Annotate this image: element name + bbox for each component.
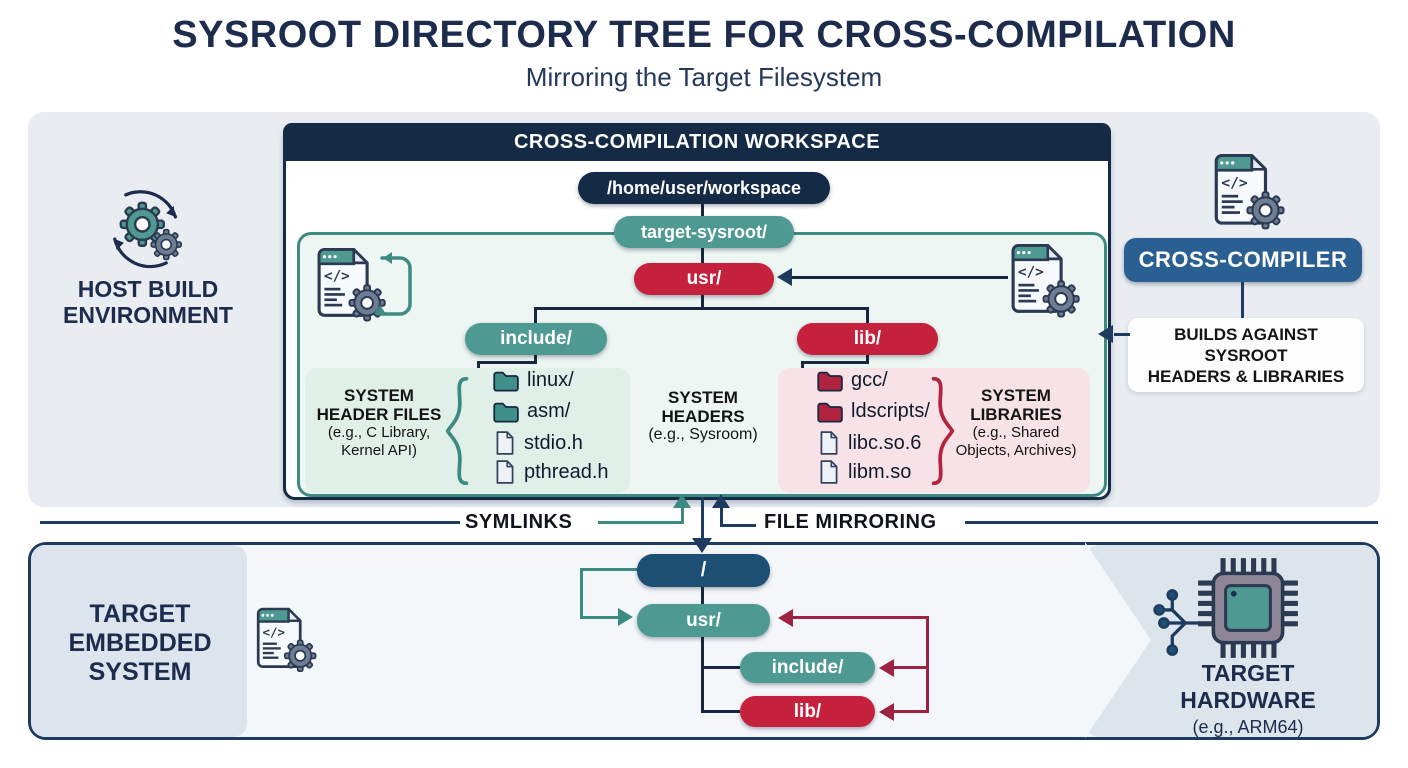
- mirror-path: [926, 616, 929, 712]
- code-file-gear-icon: [1209, 152, 1291, 234]
- symlinks-label: SYMLINKS: [465, 511, 573, 533]
- connector: [866, 307, 869, 324]
- folder-icon: [492, 400, 519, 423]
- mirroring-line: [720, 524, 756, 527]
- code-file-gear-icon: [1006, 242, 1086, 322]
- connector: [701, 587, 704, 604]
- mirroring-line: [701, 497, 704, 539]
- refresh-loop-icon: [374, 252, 412, 316]
- connector: [1241, 282, 1244, 318]
- folder-icon: [492, 369, 519, 392]
- target-embedded-label: TARGET EMBEDDED SYSTEM: [68, 600, 212, 686]
- connector: [701, 247, 704, 264]
- node-lib: lib/: [797, 323, 938, 355]
- target-node-usr: usr/: [637, 604, 770, 637]
- connector: [534, 355, 537, 364]
- workspace-header: CROSS-COMPILATION WORKSPACE: [283, 123, 1111, 161]
- builds-against-note: BUILDS AGAINST SYSROOT HEADERS & LIBRARI…: [1128, 318, 1364, 392]
- chevron-right-shape: [1085, 542, 1151, 738]
- tree-item: linux/: [492, 369, 574, 392]
- symlinks-line: [598, 521, 682, 524]
- connector: [801, 361, 869, 364]
- symlink-path: [580, 616, 620, 619]
- arrowhead-left: [1098, 325, 1113, 343]
- tree-item: ldscripts/: [816, 400, 930, 423]
- mirroring-line: [720, 506, 723, 527]
- folder-icon: [816, 369, 843, 392]
- tree-item: pthread.h: [494, 459, 609, 485]
- mirror-path: [792, 616, 929, 619]
- connector: [534, 307, 537, 324]
- arrowhead-left: [879, 659, 894, 677]
- connector: [701, 710, 740, 713]
- connector: [701, 294, 704, 309]
- target-node-lib: lib/: [740, 696, 875, 727]
- folder-icon: [816, 400, 843, 423]
- mirror-path: [893, 666, 929, 669]
- system-header-files-label: SYSTEM HEADER FILES (e.g., C Library, Ke…: [316, 386, 442, 459]
- arrowhead-left: [777, 268, 792, 286]
- arrowhead-right: [618, 608, 633, 626]
- arrowhead-up: [673, 494, 691, 508]
- connector: [534, 307, 869, 310]
- target-node-include: include/: [740, 652, 875, 683]
- tree-item: gcc/: [816, 369, 888, 392]
- divider-line-right: [965, 521, 1378, 524]
- tree-item: stdio.h: [494, 430, 583, 456]
- symlink-path: [580, 568, 637, 571]
- mirror-path: [893, 710, 929, 713]
- file-mirroring-label: FILE MIRRORING: [764, 511, 937, 533]
- tree-item: libm.so: [818, 459, 911, 485]
- node-include: include/: [465, 323, 607, 355]
- connector: [701, 203, 704, 218]
- connector: [701, 637, 704, 713]
- host-build-label: HOST BUILD ENVIRONMENT: [63, 276, 233, 328]
- left-brace: [444, 374, 472, 488]
- connector: [701, 666, 740, 669]
- arrowhead-down: [692, 538, 712, 553]
- page-title: SYSROOT DIRECTORY TREE FOR CROSS-COMPILA…: [172, 14, 1236, 56]
- symlinks-line: [681, 506, 684, 524]
- page-subtitle: Mirroring the Target Filesystem: [525, 62, 883, 92]
- system-headers-label: SYSTEM HEADERS (e.g., Sysroom): [648, 388, 758, 443]
- connector: [477, 361, 537, 364]
- node-home-workspace: /home/user/workspace: [578, 172, 830, 204]
- symlink-path: [580, 568, 583, 618]
- tree-item: asm/: [492, 400, 570, 423]
- code-file-gear-icon: [252, 606, 322, 676]
- arrowhead-up: [712, 494, 730, 508]
- target-node-root: /: [637, 554, 770, 587]
- system-header-files-box: [305, 368, 630, 493]
- file-icon: [494, 459, 516, 485]
- system-libraries-label: SYSTEM LIBRARIES (e.g., Shared Objects, …: [955, 386, 1077, 459]
- file-icon: [818, 430, 840, 456]
- node-target-sysroot: target-sysroot/: [614, 216, 794, 248]
- file-icon: [818, 459, 840, 485]
- tree-item: libc.so.6: [818, 430, 921, 456]
- file-icon: [494, 430, 516, 456]
- target-embedded-block: [31, 545, 247, 737]
- gears-cycle-icon: [98, 182, 194, 274]
- connector: [1114, 333, 1130, 336]
- target-hardware-label: TARGET HARDWARE (e.g., ARM64): [1180, 660, 1316, 737]
- arrowhead-left: [879, 703, 894, 721]
- arrowhead-left: [778, 609, 793, 627]
- divider-line-left: [40, 521, 460, 524]
- connector: [790, 276, 1008, 279]
- chip-icon: [1192, 552, 1304, 664]
- cross-compiler-badge: CROSS-COMPILER: [1124, 238, 1362, 282]
- node-usr: usr/: [634, 263, 774, 295]
- connector: [866, 355, 869, 364]
